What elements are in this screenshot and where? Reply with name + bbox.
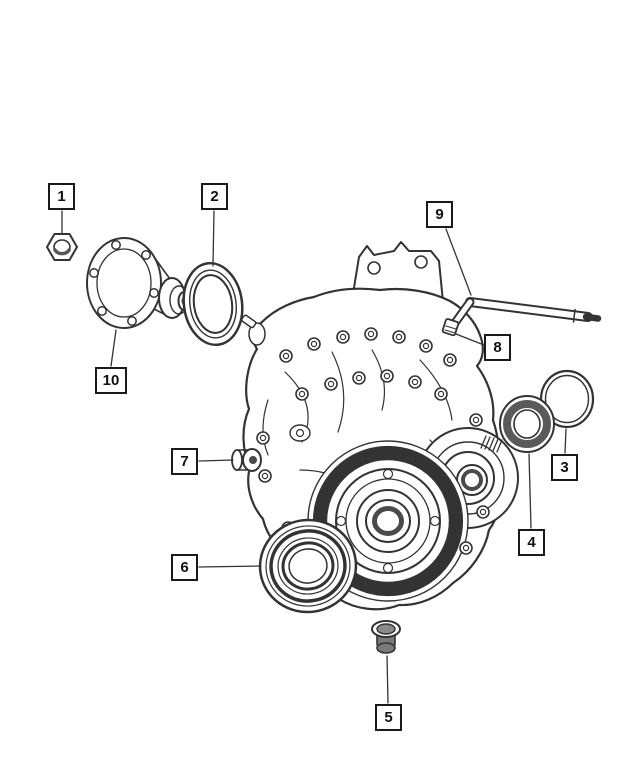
callout-5[interactable]: 5 [375, 704, 402, 731]
part-output-seal [499, 395, 555, 453]
callout-9[interactable]: 9 [426, 201, 453, 228]
part-tube-fitting [441, 318, 460, 337]
part-o-ring [539, 369, 595, 429]
callout-1[interactable]: 1 [48, 183, 75, 210]
part-fill-plug [231, 448, 262, 472]
callout-7-label: 7 [180, 453, 189, 470]
part-flange [86, 237, 191, 329]
callout-3[interactable]: 3 [551, 454, 578, 481]
callout-10-label: 10 [102, 372, 120, 389]
callout-8-label: 8 [493, 339, 502, 356]
callout-8[interactable]: 8 [484, 334, 511, 361]
callout-2[interactable]: 2 [201, 183, 228, 210]
callout-7[interactable]: 7 [171, 448, 198, 475]
callout-1-label: 1 [57, 188, 66, 205]
callout-9-label: 9 [435, 206, 444, 223]
callout-4[interactable]: 4 [518, 529, 545, 556]
part-drain-plug [371, 620, 401, 654]
callout-2-label: 2 [210, 188, 219, 205]
callout-6[interactable]: 6 [171, 554, 198, 581]
part-nut [46, 233, 78, 261]
callout-5-label: 5 [384, 709, 393, 726]
part-input-seal [182, 261, 244, 347]
callout-4-label: 4 [527, 534, 536, 551]
callout-6-label: 6 [180, 559, 189, 576]
part-case-seal [258, 518, 358, 614]
callout-10[interactable]: 10 [95, 367, 127, 394]
callout-3-label: 3 [560, 459, 569, 476]
leader-lines [61, 210, 567, 704]
